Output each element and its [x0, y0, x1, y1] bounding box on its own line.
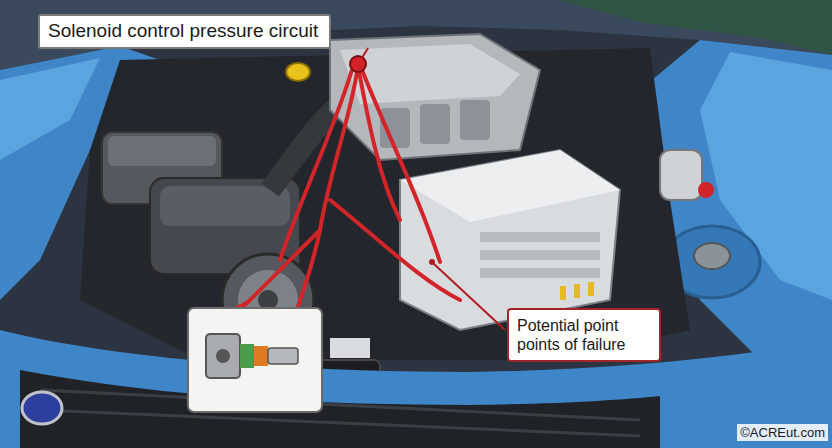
- watermark: ©ACREut.com: [737, 424, 828, 441]
- callout-box: Potential point points of failure: [507, 308, 661, 362]
- callout-box: Solenoid control pressure circuit: [38, 14, 331, 49]
- callout-text: Solenoid control pressure circuit: [48, 20, 321, 43]
- callout-text: Potential point points of failure: [517, 316, 651, 354]
